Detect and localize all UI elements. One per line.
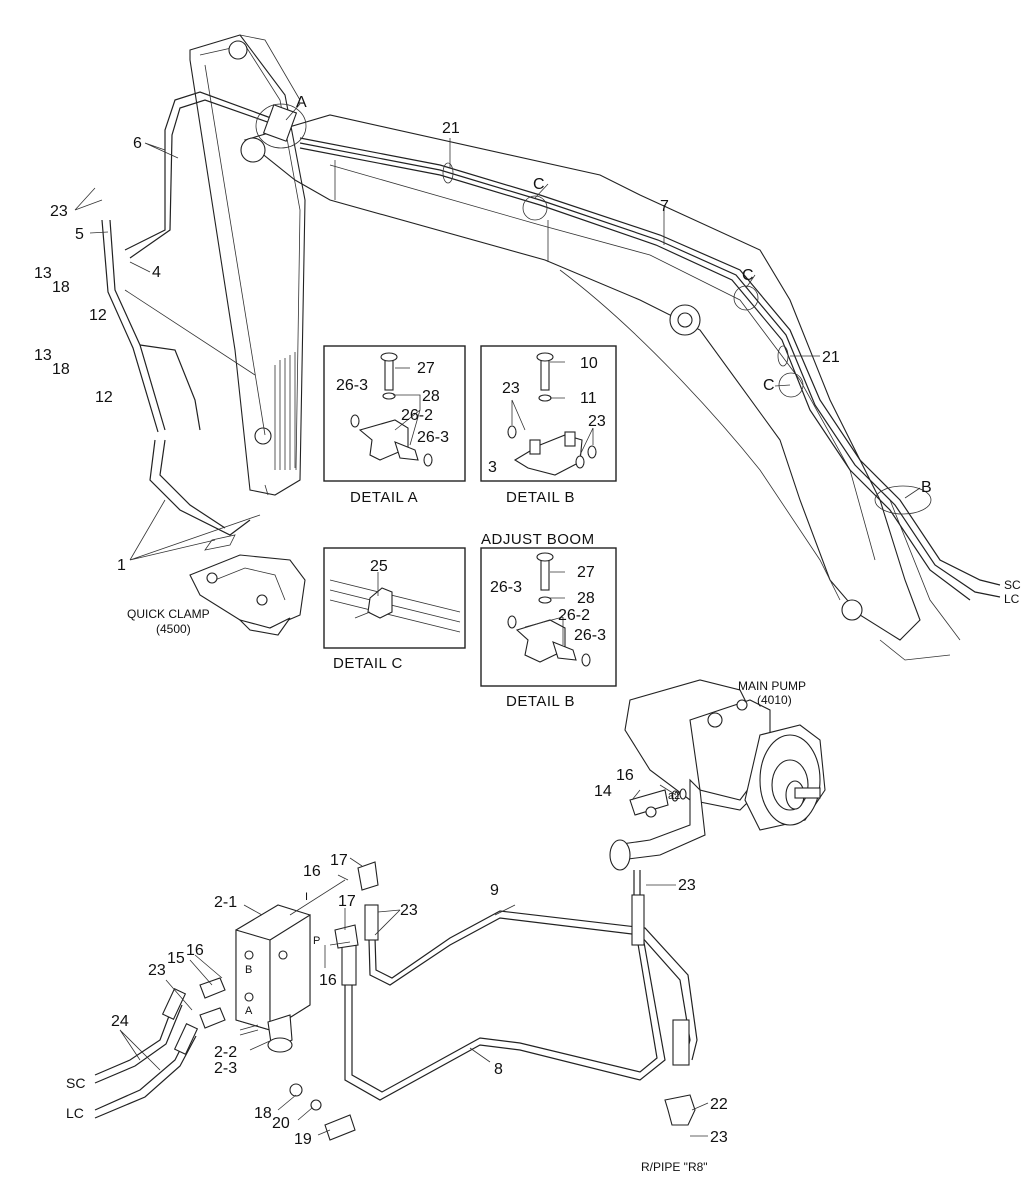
quick-clamp-code: (4500) [156,622,191,636]
port-A: A [245,1005,253,1017]
callout-17-top: 17 [330,852,348,869]
detail-b-3: 3 [488,459,497,476]
callout-4: 4 [152,264,161,281]
callout-16-pump: 16 [616,767,634,784]
rpipe-label: R/PIPE "R8" [641,1160,708,1174]
callout-C-2: C [742,267,754,284]
quick-clamp-unit [189,534,306,636]
callout-16-left: 16 [186,942,204,959]
callout-1: 1 [117,557,126,574]
callout-2-3: 2-3 [214,1060,237,1077]
detail-a-labels: 27 28 26-3 26-2 26-3 DETAIL A [336,360,449,506]
adjust-boom-caption: DETAIL B [506,693,575,710]
detail-c-labels: 25 DETAIL C [333,558,403,672]
lower-hoses [94,861,698,1141]
callout-21-top: 21 [442,120,460,137]
callout-16-mid: 16 [319,972,337,989]
callout-15: 15 [167,950,185,967]
main-pump-code: (4010) [757,693,792,707]
detail-a-28: 28 [422,388,440,405]
callout-23-left: 23 [148,962,166,979]
valve-block [235,904,311,1053]
callout-24: 24 [111,1013,129,1030]
callout-21-right: 21 [822,349,840,366]
adjust-boom-box [480,547,617,687]
callout-13-top: 13 [34,265,52,282]
callout-20: 20 [272,1115,290,1132]
main-pump-label: MAIN PUMP [738,679,806,693]
callout-23-mid: 23 [400,902,418,919]
callout-2-2: 2-2 [214,1044,237,1061]
label-sc-top: SC [1004,578,1021,592]
boom-piping [101,91,1001,601]
label-lc-bottom: LC [66,1105,84,1121]
detail-a-26-3-left: 26-3 [336,377,368,394]
callout-C-3: C [763,377,775,394]
callout-A: A [296,94,307,111]
callout-7: 7 [660,198,669,215]
callout-19: 19 [294,1131,312,1148]
detail-b-box [480,345,617,482]
port-P: P [313,935,320,947]
adjust-boom-27: 27 [577,564,595,581]
callout-18-top: 18 [52,279,70,296]
detail-c-caption: DETAIL C [333,655,403,672]
callout-8: 8 [494,1061,503,1078]
callout-12-bottom: 12 [95,389,113,406]
detail-b-23-right: 23 [588,413,606,430]
detail-b-labels: 10 11 23 23 3 DETAIL B [488,355,606,506]
callout-B: B [921,479,932,496]
callout-2-1: 2-1 [214,894,237,911]
boom-structure [124,34,961,661]
adjust-boom-26-3-right: 26-3 [574,627,606,644]
callout-17-mid: 17 [338,893,356,910]
adjust-boom-26-2: 26-2 [558,607,590,624]
callout-18-bottom: 18 [52,361,70,378]
detail-c-box [323,547,466,649]
callout-23-top: 23 [50,203,68,220]
quick-clamp-label: QUICK CLAMP [127,607,210,621]
detail-a-26-2: 26-2 [401,407,433,424]
label-sc-bottom: SC [66,1075,85,1091]
detail-c-25: 25 [370,558,388,575]
label-lc-top: LC [1004,592,1020,606]
callouts: 6 23 5 4 13 18 12 13 18 12 1 A 21 C 7 C … [34,94,1021,1174]
callout-16-top: 16 [303,863,321,880]
detail-b-caption: DETAIL B [506,489,575,506]
callout-13-bottom: 13 [34,347,52,364]
detail-a-caption: DETAIL A [350,489,418,506]
detail-b-10: 10 [580,355,598,372]
adjust-boom-28: 28 [577,590,595,607]
callout-5: 5 [75,226,84,243]
callout-C-1: C [533,176,545,193]
port-I: I [305,891,308,903]
detail-a-26-3-right: 26-3 [417,429,449,446]
callout-18-lower: 18 [254,1105,272,1122]
detail-b-23-left: 23 [502,380,520,397]
adjust-boom-labels: ADJUST BOOM 27 28 26-3 26-2 26-3 DETAIL … [481,531,606,710]
leader-lines [74,103,921,1137]
detail-b-11: 11 [580,390,597,407]
adjust-boom-heading: ADJUST BOOM [481,531,595,548]
callout-23-bottom: 23 [710,1129,728,1146]
callout-12-top: 12 [89,307,107,324]
detail-a-27: 27 [417,360,435,377]
port-B: B [245,964,252,976]
main-pump [609,679,826,871]
callout-14: 14 [594,783,612,800]
callout-22: 22 [710,1096,728,1113]
callout-9: 9 [490,882,499,899]
label-a2: a2 [668,790,680,802]
detail-a-box [323,345,466,482]
adjust-boom-26-3-left: 26-3 [490,579,522,596]
callout-23-pump: 23 [678,877,696,894]
callout-6: 6 [133,135,142,152]
